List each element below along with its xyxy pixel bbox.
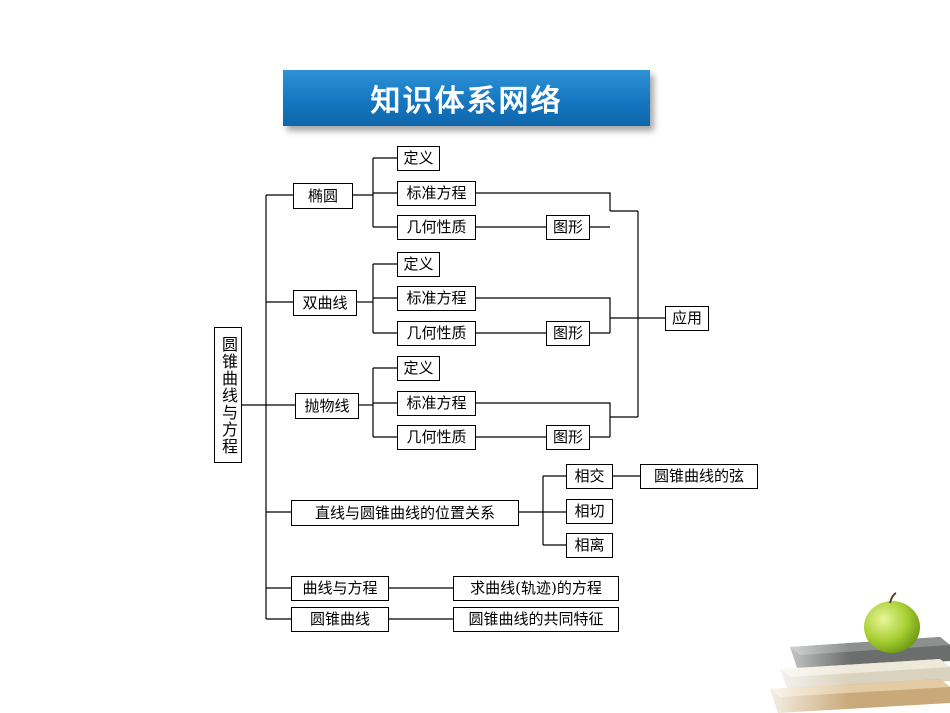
apple-books-illustration [750,585,950,713]
ellipse-properties-node: 几何性质 [397,215,476,240]
tangent-node: 相切 [566,499,613,524]
hyperbola-standard-equation-node: 标准方程 [397,286,476,311]
line-conic-node: 直线与圆锥曲线的位置关系 [291,500,519,526]
trajectory-equation-node: 求曲线(轨迹)的方程 [453,576,619,601]
application-node: 应用 [665,306,709,331]
common-feature-node: 圆锥曲线的共同特征 [453,607,619,632]
chord-node: 圆锥曲线的弦 [640,464,758,489]
hyperbola-node: 双曲线 [293,290,357,316]
conic-node: 圆锥曲线 [291,607,389,632]
separate-node: 相离 [566,533,613,558]
parabola-properties-node: 几何性质 [397,425,476,450]
root-node: 圆锥曲线与方程 [214,327,242,463]
curve-equation-node: 曲线与方程 [291,576,389,601]
parabola-standard-equation-node: 标准方程 [397,391,476,416]
ellipse-node: 椭圆 [293,183,353,209]
hyperbola-properties-node: 几何性质 [397,321,476,346]
ellipse-standard-equation-node: 标准方程 [397,181,476,206]
parabola-figure-node: 图形 [546,425,590,450]
parabola-node: 抛物线 [295,393,359,419]
title-banner: 知识体系网络 [283,70,650,126]
ellipse-definition-node: 定义 [397,146,440,171]
ellipse-figure-node: 图形 [546,215,590,240]
hyperbola-figure-node: 图形 [546,321,590,346]
intersect-node: 相交 [566,464,613,489]
parabola-definition-node: 定义 [397,356,440,381]
hyperbola-definition-node: 定义 [397,252,440,277]
